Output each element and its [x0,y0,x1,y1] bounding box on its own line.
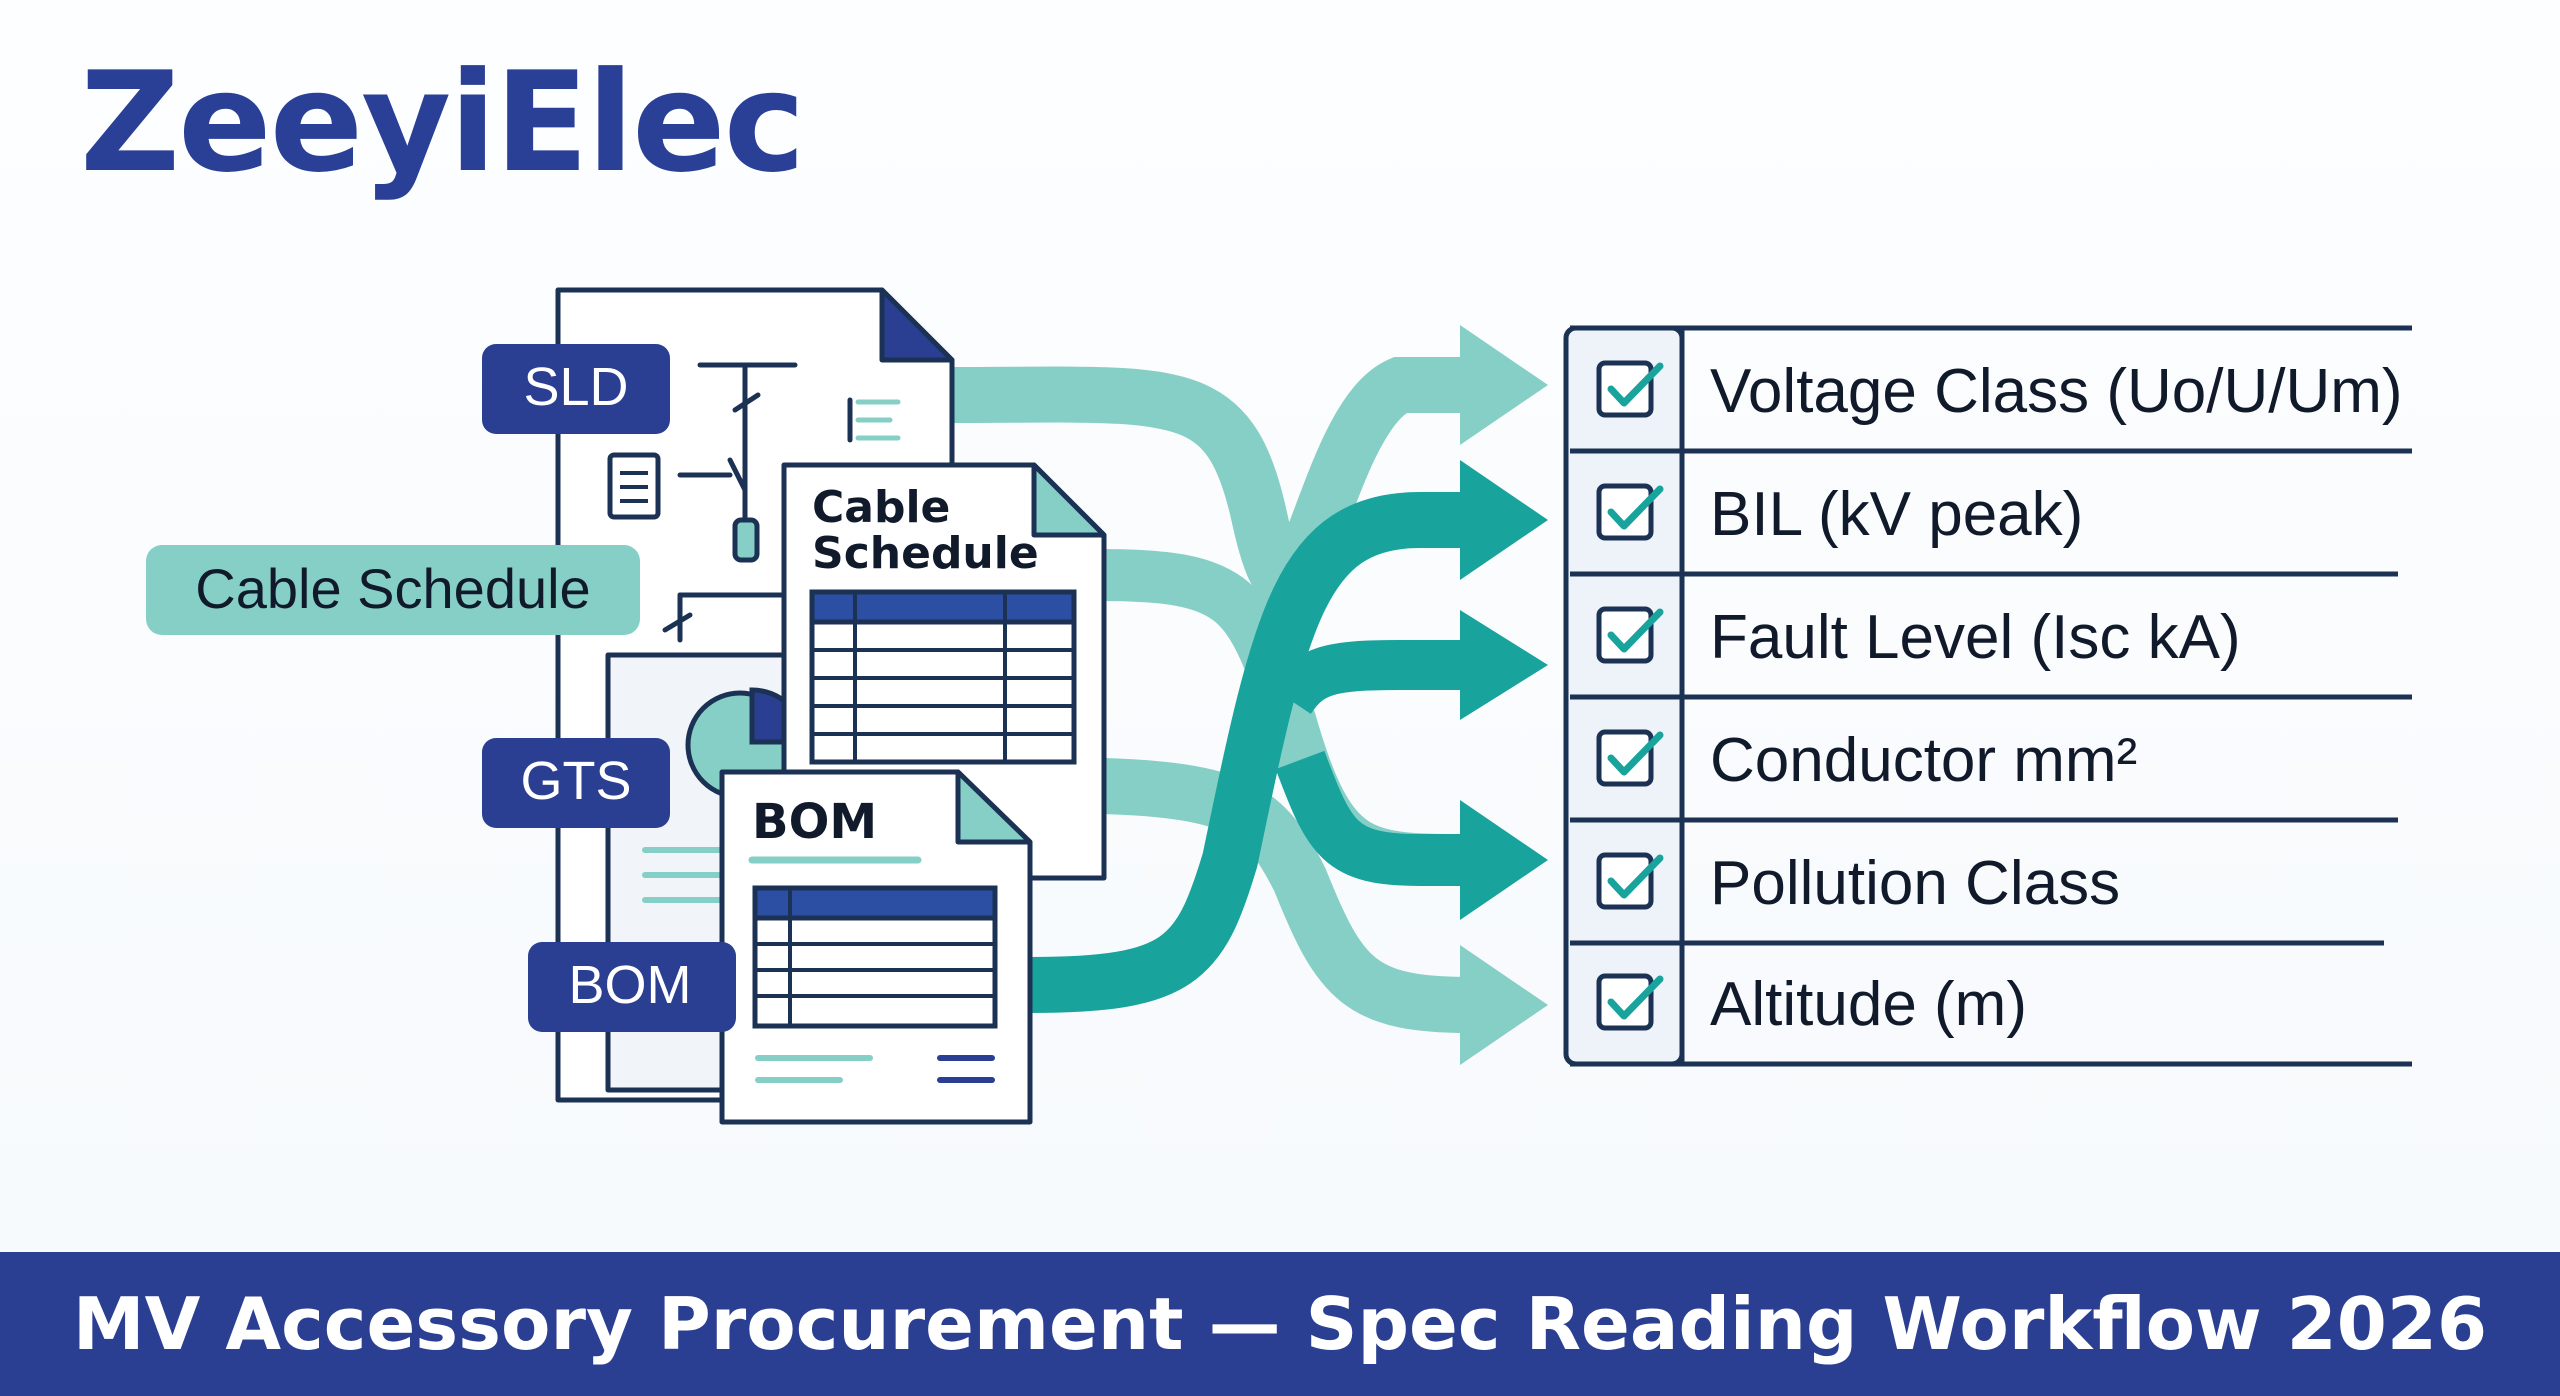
checklist-item-voltage: Voltage Class (Uo/U/Um) [1710,357,2403,426]
cable-schedule-doc-title-line1: Cable [812,482,950,533]
flow-arrow-to-fault [1269,640,1470,715]
checkbox-icon-bil [1596,483,1664,541]
document-list-icon [607,452,661,520]
checkbox-icon-fault [1596,606,1664,664]
tag-bom-label: BOM [568,955,691,1015]
spec-checklist: Voltage Class (Uo/U/Um) BIL (kV peak) Fa… [1563,325,2412,1067]
bom-doc-title: BOM [752,794,877,850]
notes-lines [855,399,901,441]
arrowhead-voltage [1460,325,1548,445]
flow-arrows [949,325,1548,1065]
checklist-item-altitude: Altitude (m) [1710,970,2027,1039]
cable-schedule-doc-title-line2: Schedule [812,528,1039,579]
brand-logo-text: ZeeyiElec [80,42,805,203]
tag-cable-schedule: Cable Schedule [146,545,640,635]
bom-table [752,885,998,1029]
workflow-diagram: Cable Schedule BOM [146,287,2412,1125]
tag-gts: GTS [482,738,670,828]
single-line-schematic [662,362,853,643]
tag-bom: BOM [528,942,736,1032]
flow-arrow-sld-to-voltage [949,357,1470,608]
flow-arrow-to-pollution-dark [1275,750,1470,886]
checklist-item-pollution: Pollution Class [1710,849,2120,918]
tag-gts-label: GTS [520,751,631,811]
arrowhead-pollution [1460,800,1548,920]
arrowhead-altitude [1460,945,1548,1065]
tag-cable-schedule-label: Cable Schedule [195,557,590,620]
checkbox-icon-pollution [1596,852,1664,910]
checkbox-icon-altitude [1596,973,1664,1031]
checklist-item-conductor: Conductor mm² [1710,726,2137,795]
cable-schedule-table [809,589,1077,765]
arrowhead-fault [1460,610,1548,720]
checklist-item-bil: BIL (kV peak) [1710,480,2083,549]
tag-sld-label: SLD [523,357,628,417]
footer-title: MV Accessory Procurement — Spec Reading … [72,1282,2488,1366]
flow-arrow-bom-to-bil [1029,492,1470,1013]
tag-sld: SLD [482,344,670,434]
flow-arrow-gts-to-altitude [1029,757,1471,1033]
checklist-item-fault: Fault Level (Isc kA) [1710,603,2241,672]
checkbox-icon-conductor [1596,729,1664,787]
footer-banner: MV Accessory Procurement — Spec Reading … [0,1252,2560,1396]
arrowhead-bil [1460,460,1548,580]
bom-document: BOM [719,769,1033,1125]
checkbox-icon-voltage [1596,360,1664,418]
